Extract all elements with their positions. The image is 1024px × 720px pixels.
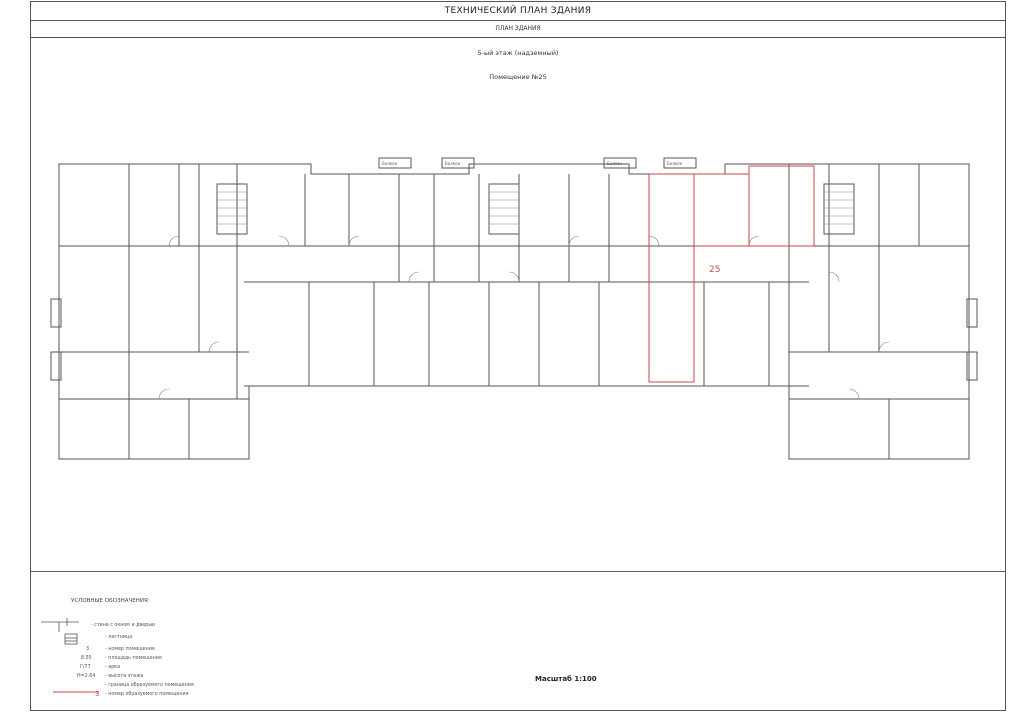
drawing-sheet: ТЕХНИЧЕСКИЙ ПЛАН ЗДАНИЯ ПЛАН ЗДАНИЯ 5-ый… — [30, 1, 1006, 711]
balcony-label: Балкон — [382, 161, 398, 166]
legend-sample-area: 8.55 — [81, 656, 92, 661]
building-outline — [58, 163, 970, 460]
legend-boundary: - граница образуемого помещения — [105, 683, 194, 688]
legend-sample-arch: Г/77 — [80, 665, 91, 670]
highlighted-room-number: 25 — [709, 265, 720, 275]
legend-separator — [31, 571, 1005, 572]
legend-room-number: - номер помещения — [105, 647, 155, 652]
legend-height: - высота этажа — [105, 674, 144, 679]
room-label: Помещение №25 — [489, 73, 547, 81]
floor-plan: 25 Балкон Балкон Балкон Балкон — [50, 157, 978, 460]
legend-formed-number: - номер образуемого помещения — [105, 692, 189, 697]
legend-wall: - стена с окном и дверью — [91, 623, 156, 628]
legend-sample-height: H=2.64 — [77, 674, 96, 679]
highlighted-room-boundary — [648, 173, 695, 383]
balcony-label: Балкон — [607, 161, 623, 166]
balcony-label: Балкон — [667, 161, 683, 166]
legend-symbols — [41, 618, 99, 693]
legend-sample-number: 3 — [86, 647, 90, 652]
document-title: ТЕХНИЧЕСКИЙ ПЛАН ЗДАНИЯ — [31, 2, 1005, 21]
floor-label: 5-ый этаж (надземный) — [477, 49, 559, 57]
legend-room-area: - площадь помещения — [105, 656, 162, 661]
legend-arch: - арка — [105, 665, 121, 670]
legend-stairs: - лестница — [105, 635, 133, 640]
scale-label: Масштаб 1:100 — [535, 675, 597, 683]
balcony-label: Балкон — [445, 161, 461, 166]
document-subtitle: ПЛАН ЗДАНИЯ — [31, 21, 1005, 38]
legend-sample-formed: 3 — [95, 690, 100, 698]
legend-title: УСЛОВНЫЕ ОБОЗНАЧЕНИЯ: — [71, 598, 150, 604]
